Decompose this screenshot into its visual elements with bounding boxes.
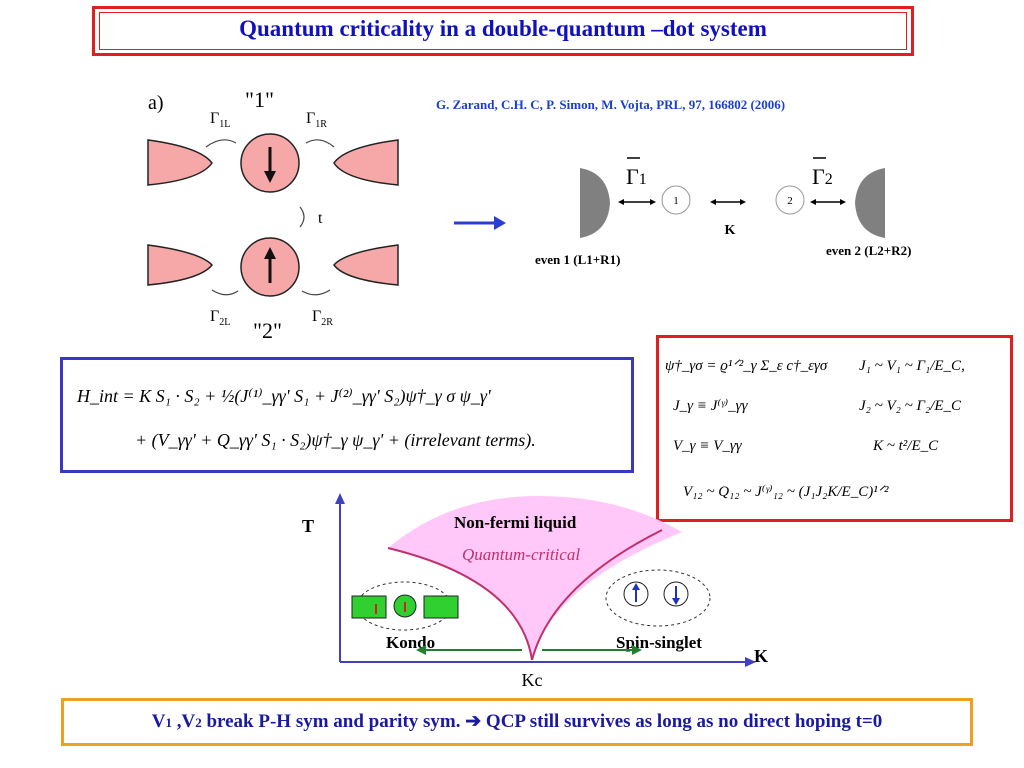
panel-label: a) [148, 92, 164, 114]
phase-diagram: T K Kc Non-fermi liquid Quantum-critical… [302, 493, 768, 690]
dot2-circle [775, 185, 805, 215]
lead1-label: even 1 (L1+R1) [535, 252, 620, 267]
definitions-equations: ψ†_γσ = ϱ¹ᐟ²_γ Σ_ε c†_εγσ J₁ ~ V₁ ~ Γ₁/E… [665, 358, 965, 500]
hamiltonian-equation: H_int = K S₁ · S₂ + ½(J⁽¹⁾_γγ' S₁ + J⁽²⁾… [76, 386, 536, 451]
gamma1-label: Γ1 [626, 164, 647, 189]
dot1-circle [661, 185, 691, 215]
lead-2L [147, 244, 213, 286]
kondo-lead-right [423, 595, 459, 619]
def-J1: J₁ ~ V₁ ~ Γ₁/E_C, [859, 358, 965, 374]
transform-arrow [454, 216, 506, 230]
singlet-label: Spin-singlet [616, 633, 702, 652]
svg-text:1: 1 [673, 195, 679, 207]
quantum-critical-region [388, 496, 682, 660]
def-J2: J₂ ~ V₂ ~ Γ₂/E_C [859, 398, 962, 414]
conclusion-box [61, 698, 973, 746]
crossover-left [387, 547, 533, 661]
conclusion-text: V1 ,V2 break P-H sym and parity sym. ➔ Q… [151, 711, 883, 732]
gamma-1L: Γ1L [210, 110, 230, 130]
gamma-2L: Γ2L [210, 308, 230, 328]
qc-label: Quantum-critical [462, 545, 580, 564]
title-frame [92, 6, 914, 56]
dot1-label: "1" [245, 87, 274, 112]
def-psi: ψ†_γσ = ϱ¹ᐟ²_γ Σ_ε c†_εγσ [665, 358, 828, 374]
crossover-right [531, 529, 663, 661]
lead-1R [333, 139, 399, 186]
figure-effective-model: 1 2 Γ1 Γ2 K even 1 (L1+R1) even 2 (L2+R2… [535, 157, 911, 267]
def-V12: V₁₂ ~ Q₁₂ ~ J⁽ᵞ⁾₁₂ ~ (J₁J₂K/E_C)¹ᐟ² [683, 483, 889, 500]
hamiltonian-line1: H_int = K S₁ · S₂ + ½(J⁽¹⁾_γγ' S₁ + J⁽²⁾… [76, 386, 492, 407]
coupling-K: K [725, 223, 736, 238]
slide-title: Quantum criticality in a double-quantum … [239, 16, 767, 41]
def-K: K ~ t²/E_C [872, 438, 939, 454]
k-axis-label: K [754, 646, 768, 666]
hamiltonian-box: H_int = K S₁ · S₂ + ½(J⁽¹⁾_γγ' S₁ + J⁽²⁾… [60, 357, 634, 473]
gamma2-label: Γ2 [812, 164, 833, 189]
lead-2R [333, 244, 399, 286]
definitions-box: ψ†_γσ = ϱ¹ᐟ²_γ Σ_ε c†_εγσ J₁ ~ V₁ ~ Γ₁/E… [656, 335, 1013, 522]
lead-1L [147, 139, 213, 186]
nfl-label: Non-fermi liquid [454, 513, 577, 532]
gamma-1R: Γ1R [306, 110, 327, 130]
kc-label: Kc [522, 670, 543, 690]
def-Jgamma: J_γ ≡ J⁽ᵞ⁾_γγ [673, 397, 749, 414]
figure-double-dot: a) "1" "2" Γ1L Γ1R Γ2L Γ2R t [147, 87, 399, 343]
kondo-lead-left [351, 595, 387, 619]
def-Vgamma: V_γ ≡ V_γγ [673, 438, 743, 454]
t-axis-label: T [302, 516, 314, 536]
singlet-cloud [605, 569, 711, 627]
citation: G. Zarand, C.H. C, P. Simon, M. Vojta, P… [436, 97, 786, 112]
dot2-label: "2" [253, 318, 282, 343]
svg-text:2: 2 [787, 195, 793, 207]
lead2-label: even 2 (L2+R2) [826, 243, 911, 258]
lead-even2 [855, 168, 885, 238]
gamma-2R: Γ2R [312, 308, 333, 328]
hopping-label: t [318, 210, 323, 227]
lead-even1 [580, 168, 610, 238]
hamiltonian-line2: + (V_γγ' + Q_γγ' S₁ · S₂)ψ†_γ ψ_γ' + (ir… [135, 430, 536, 451]
